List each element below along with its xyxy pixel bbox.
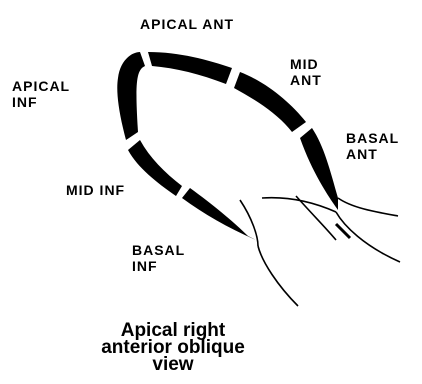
- label-basal-ant-line2: ANT: [346, 146, 399, 162]
- mid-inf-segment: [128, 140, 182, 196]
- apical-inf-segment: [117, 52, 145, 140]
- label-mid-ant: MID ANT: [290, 56, 322, 88]
- basal-ant-segment: [300, 128, 338, 210]
- label-basal-ant-line1: BASAL: [346, 130, 399, 146]
- label-apical-ant: APICAL ANT: [140, 16, 234, 32]
- label-mid-inf: MID INF: [66, 182, 125, 198]
- label-mid-ant-line2: ANT: [290, 72, 322, 88]
- label-basal-inf-line1: BASAL: [132, 242, 185, 258]
- diagram-caption: Apical right anterior oblique view: [0, 322, 346, 373]
- basal-inf-segment: [182, 188, 256, 240]
- apical-ant-segment: [148, 52, 232, 84]
- caption-line3: view: [0, 356, 346, 373]
- label-basal-inf-line2: INF: [132, 258, 185, 274]
- label-apical-inf-line2: INF: [12, 94, 70, 110]
- label-basal-ant: BASAL ANT: [346, 130, 399, 162]
- label-basal-inf: BASAL INF: [132, 242, 185, 274]
- label-mid-ant-line1: MID: [290, 56, 322, 72]
- label-apical-inf-line1: APICAL: [12, 78, 70, 94]
- label-apical-inf: APICAL INF: [12, 78, 70, 110]
- outflow-tract: [240, 196, 400, 306]
